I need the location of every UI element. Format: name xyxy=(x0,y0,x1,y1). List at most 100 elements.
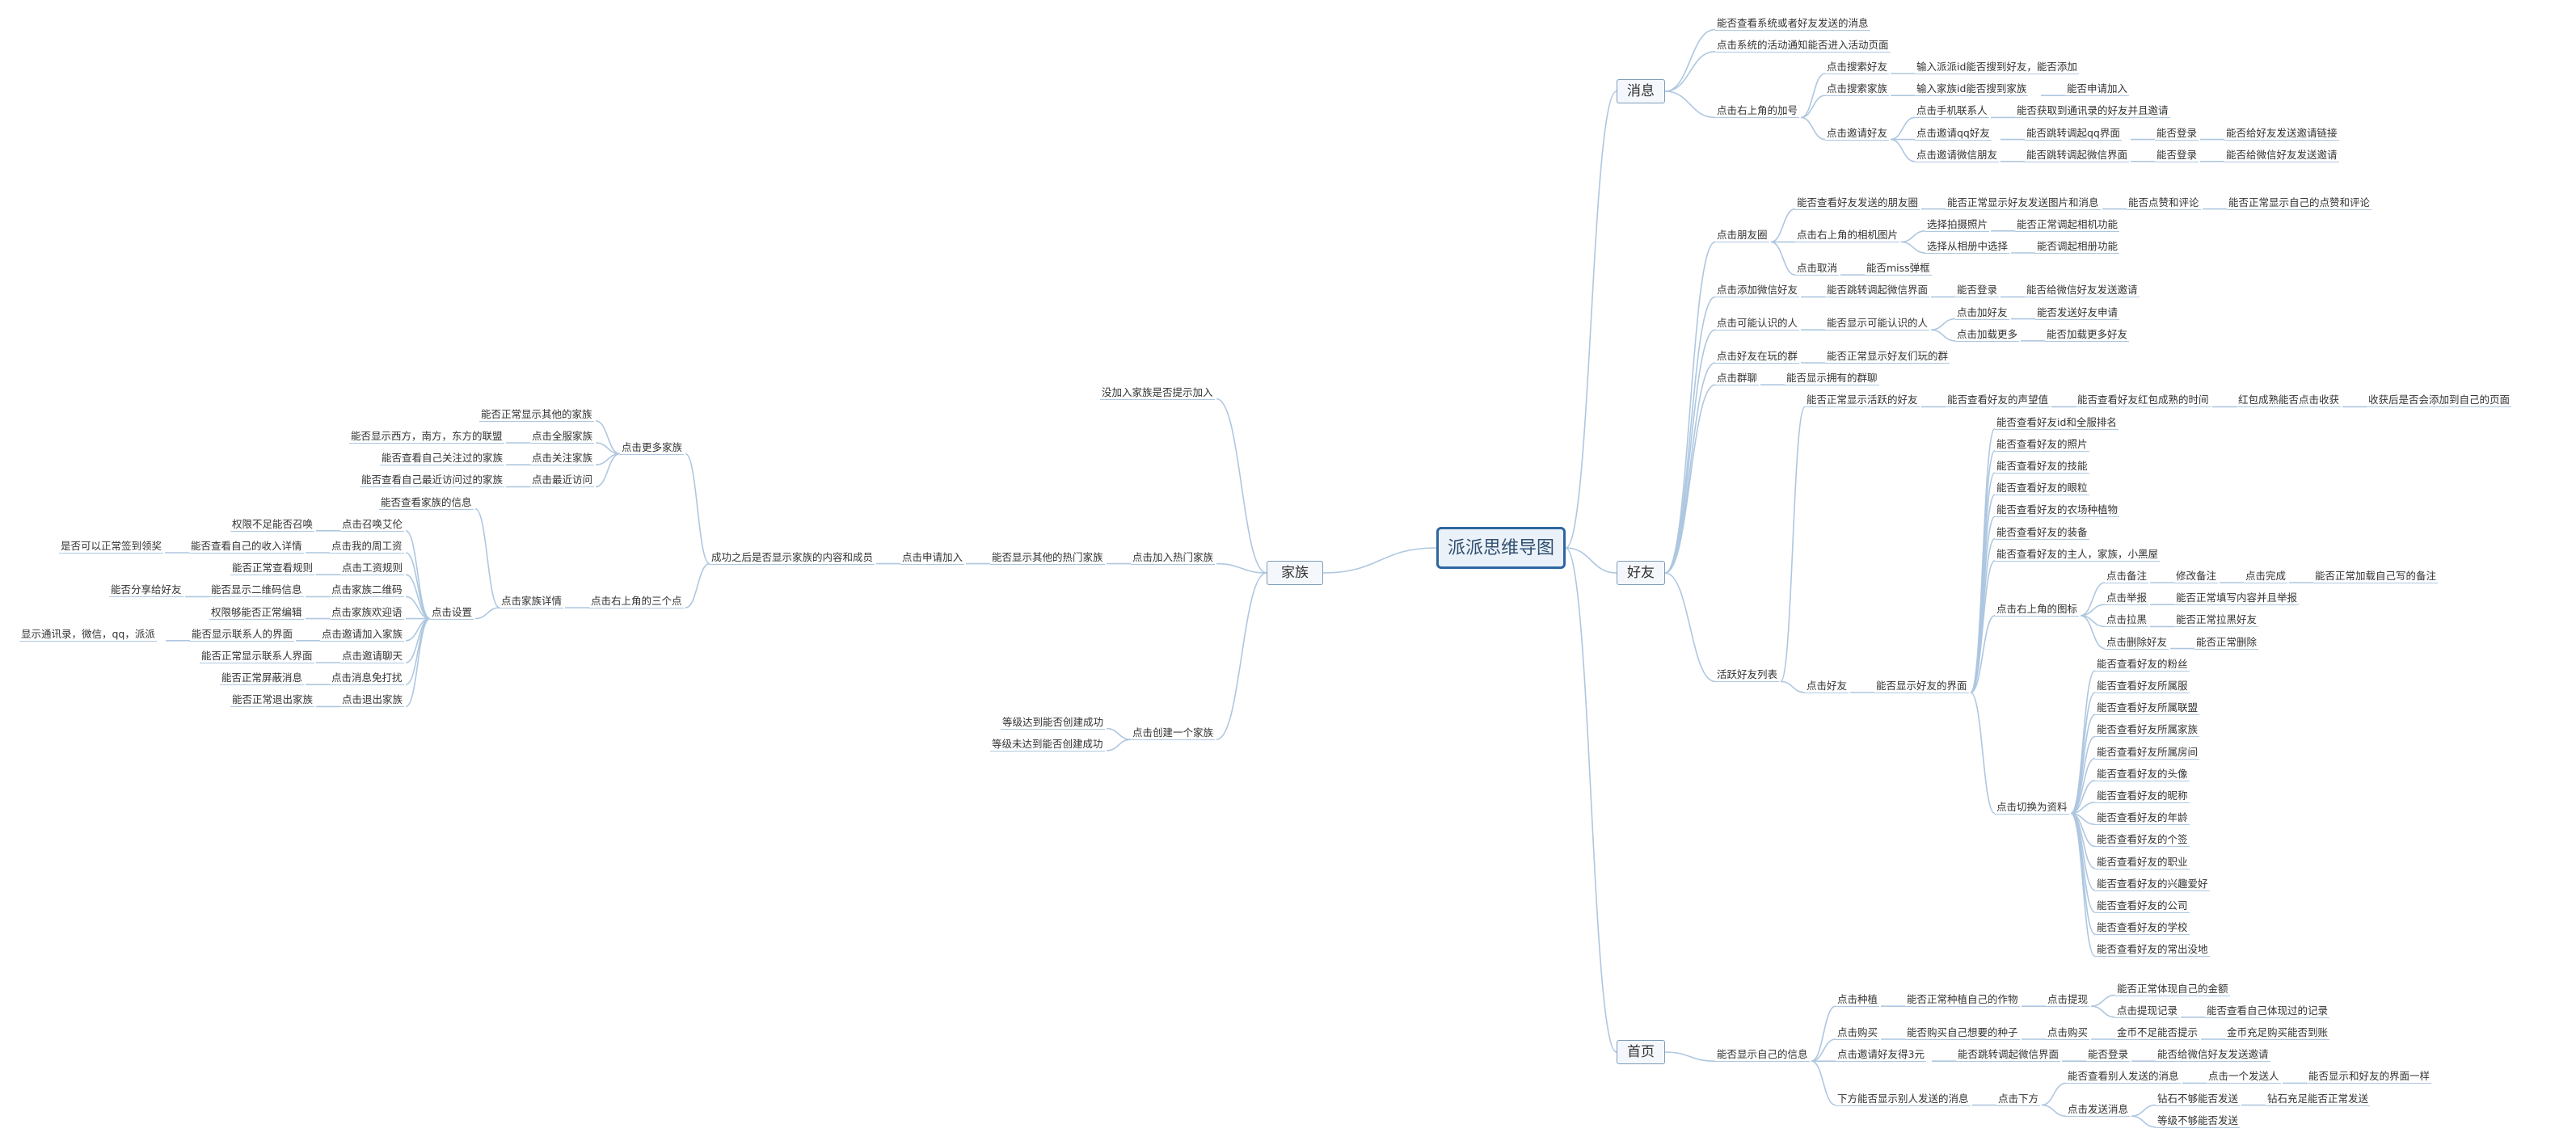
topic-node[interactable]: 点击家族二维码 xyxy=(330,583,404,598)
topic-node[interactable]: 能否登录 xyxy=(2086,1048,2131,1063)
topic-node[interactable]: 能否分享给好友 xyxy=(109,583,183,598)
topic-node[interactable]: 能否申请加入 xyxy=(2065,82,2130,97)
topic-node[interactable]: 点击工资规则 xyxy=(340,562,405,576)
topic-node[interactable]: 成功之后是否显示家族的内容和成员 xyxy=(710,550,875,565)
topic-node[interactable]: 输入派派id能否搜到好友，能否添加 xyxy=(1915,61,2079,74)
topic-node[interactable]: 选择拍摄照片 xyxy=(1925,217,1990,232)
topic-node[interactable]: 能否显示好友的界面 xyxy=(1874,680,1969,693)
topic-node[interactable]: 输入家族id能否搜到家族 xyxy=(1915,82,2029,97)
topic-node[interactable]: 能否显示二维码信息 xyxy=(209,583,304,598)
topic-node[interactable]: 能否查看好友发送的朋友圈 xyxy=(1795,196,1920,210)
topic-node[interactable]: 能否加载更多好友 xyxy=(2045,327,2130,342)
topic-node[interactable]: 点击群聊 xyxy=(1715,372,1760,386)
topic-node[interactable]: 点击删除好友 xyxy=(2105,635,2169,650)
topic-node[interactable]: 能否miss弹框 xyxy=(1865,262,1932,276)
topic-node[interactable]: 显示通讯录，微信，qq，派派 xyxy=(19,627,157,642)
topic-node[interactable]: 能否查看好友的粉丝 xyxy=(2095,657,2190,672)
topic-node[interactable]: 能否查看好友所属房间 xyxy=(2095,745,2200,760)
topic-node[interactable]: 能否查看好友的昵称 xyxy=(2095,789,2190,803)
topic-node[interactable]: 修改备注 xyxy=(2174,570,2219,583)
topic-node[interactable]: 能否查看自己体现过的记录 xyxy=(2205,1004,2330,1018)
topic-node[interactable]: 能否登录 xyxy=(2155,126,2199,141)
topic-node[interactable]: 能否跳转调起qq界面 xyxy=(2025,126,2122,141)
topic-node[interactable]: 能否查看好友的兴趣爱好 xyxy=(2095,877,2210,891)
branch-xiaoxi[interactable]: 消息 xyxy=(1617,79,1665,103)
topic-node[interactable]: 能否正常删除 xyxy=(2194,635,2259,650)
topic-node[interactable]: 点击邀请qq好友 xyxy=(1915,126,1992,141)
topic-node[interactable]: 等级达到能否创建成功 xyxy=(1001,715,1106,730)
topic-node[interactable]: 下方能否显示别人发送的消息 xyxy=(1836,1092,1971,1106)
topic-node[interactable]: 能否显示自己的信息 xyxy=(1715,1048,1810,1063)
topic-node[interactable]: 点击家族欢迎语 xyxy=(330,605,404,620)
topic-node[interactable]: 能否正常填写内容并且举报 xyxy=(2174,592,2300,606)
topic-node[interactable]: 能否查看好友的声望值 xyxy=(1946,394,2051,408)
topic-node[interactable]: 能否查看好友id和全服排名 xyxy=(1995,415,2119,430)
topic-node[interactable]: 点击备注 xyxy=(2105,570,2149,583)
topic-node[interactable]: 能否给微信好友发送邀请 xyxy=(2224,148,2339,162)
topic-node[interactable]: 点击邀请好友 xyxy=(1825,126,1890,141)
topic-node[interactable]: 点击邀请聊天 xyxy=(340,650,405,663)
topic-node[interactable]: 能否发送好友申请 xyxy=(2035,305,2120,320)
topic-node[interactable]: 点击邀请加入家族 xyxy=(320,627,405,642)
topic-node[interactable]: 点击好友 xyxy=(1805,680,1849,693)
topic-node[interactable]: 点击添加微信好友 xyxy=(1715,284,1800,298)
topic-node[interactable]: 点击关注家族 xyxy=(530,452,595,466)
topic-node[interactable]: 点击右上角的加号 xyxy=(1715,104,1800,119)
topic-node[interactable]: 能否查看好友的农场种植物 xyxy=(1995,503,2120,518)
topic-node[interactable]: 是否可以正常签到领奖 xyxy=(59,540,164,554)
topic-node[interactable]: 能否查看自己的收入详情 xyxy=(189,540,304,554)
topic-node[interactable]: 点击发送消息 xyxy=(2066,1103,2131,1118)
topic-node[interactable]: 能否查看好友所属服 xyxy=(2095,680,2190,693)
topic-node[interactable]: 点击举报 xyxy=(2105,592,2149,606)
topic-node[interactable]: 点击系统的活动通知能否进入活动页面 xyxy=(1715,38,1891,53)
topic-node[interactable]: 能否调起相册功能 xyxy=(2035,240,2120,254)
topic-node[interactable]: 点击家族详情 xyxy=(500,595,564,608)
root-node[interactable]: 派派思维导图 xyxy=(1436,527,1566,569)
topic-node[interactable]: 点击最近访问 xyxy=(530,474,595,488)
topic-node[interactable]: 能否正常屏蔽消息 xyxy=(220,672,305,686)
topic-node[interactable]: 点击一个发送人 xyxy=(2207,1070,2281,1084)
topic-node[interactable]: 能否查看好友的常出没地 xyxy=(2095,943,2210,958)
topic-node[interactable]: 能否查看自己关注过的家族 xyxy=(380,452,505,466)
topic-node[interactable]: 等级不够能否发送 xyxy=(2156,1114,2241,1128)
topic-node[interactable]: 能否查看好友的装备 xyxy=(1995,525,2089,540)
topic-node[interactable]: 点击申请加入 xyxy=(900,550,965,565)
topic-node[interactable]: 能否给微信好友发送邀请 xyxy=(2156,1048,2270,1063)
topic-node[interactable]: 点击购买 xyxy=(2046,1026,2090,1040)
topic-node[interactable]: 能否查看好友的照片 xyxy=(1995,437,2089,452)
topic-node[interactable]: 能否正常显示自己的点赞和评论 xyxy=(2227,196,2372,210)
topic-node[interactable]: 点击设置 xyxy=(430,605,474,620)
topic-node[interactable]: 能否获取到通讯录的好友并且邀请 xyxy=(2015,104,2170,119)
branch-haoyou[interactable]: 好友 xyxy=(1617,561,1665,585)
topic-node[interactable]: 能否跳转调起微信界面 xyxy=(1956,1048,2061,1063)
topic-node[interactable]: 能否跳转调起微信界面 xyxy=(1825,284,1930,298)
topic-node[interactable]: 点击搜索好友 xyxy=(1825,61,1890,74)
topic-node[interactable]: 能否正常调起相机功能 xyxy=(2015,217,2120,232)
topic-node[interactable]: 能否正常显示好友发送图片和消息 xyxy=(1946,196,2101,210)
topic-node[interactable]: 能否查看好友的学校 xyxy=(2095,921,2190,936)
topic-node[interactable]: 能否登录 xyxy=(2155,148,2199,162)
topic-node[interactable]: 点击全服家族 xyxy=(530,430,595,444)
topic-node[interactable]: 选择从相册中选择 xyxy=(1925,240,2010,254)
topic-node[interactable]: 能否查看系统或者好友发送的消息 xyxy=(1715,16,1870,31)
topic-node[interactable]: 能否查看好友的头像 xyxy=(2095,767,2190,781)
topic-node[interactable]: 点击加入热门家族 xyxy=(1131,550,1216,565)
topic-node[interactable]: 能否正常显示好友们玩的群 xyxy=(1825,350,1950,364)
topic-node[interactable]: 点击搜索家族 xyxy=(1825,82,1890,97)
topic-node[interactable]: 点击加载更多 xyxy=(1955,327,2020,342)
topic-node[interactable]: 点击完成 xyxy=(2244,570,2288,583)
topic-node[interactable]: 红包成熟能否点击收获 xyxy=(2237,394,2342,408)
topic-node[interactable]: 金币充足购买能否到账 xyxy=(2225,1026,2330,1040)
topic-node[interactable]: 能否正常体现自己的金额 xyxy=(2115,982,2230,996)
topic-node[interactable]: 点击取消 xyxy=(1795,262,1840,276)
topic-node[interactable]: 点击右上角的相机图片 xyxy=(1795,229,1900,243)
topic-node[interactable]: 金币不足能否提示 xyxy=(2115,1026,2200,1040)
topic-node[interactable]: 点击召唤艾伦 xyxy=(340,517,405,532)
topic-node[interactable]: 钻石充足能否正常发送 xyxy=(2266,1092,2371,1106)
topic-node[interactable]: 点击种植 xyxy=(1836,993,1880,1008)
topic-node[interactable]: 能否显示可能认识的人 xyxy=(1825,317,1930,331)
topic-node[interactable]: 点击手机联系人 xyxy=(1915,104,1989,119)
topic-node[interactable]: 能否查看好友的主人，家族，小黑屋 xyxy=(1995,547,2161,562)
topic-node[interactable]: 能否给好友发送邀请链接 xyxy=(2224,126,2339,141)
topic-node[interactable]: 能否正常拉黑好友 xyxy=(2174,613,2259,628)
